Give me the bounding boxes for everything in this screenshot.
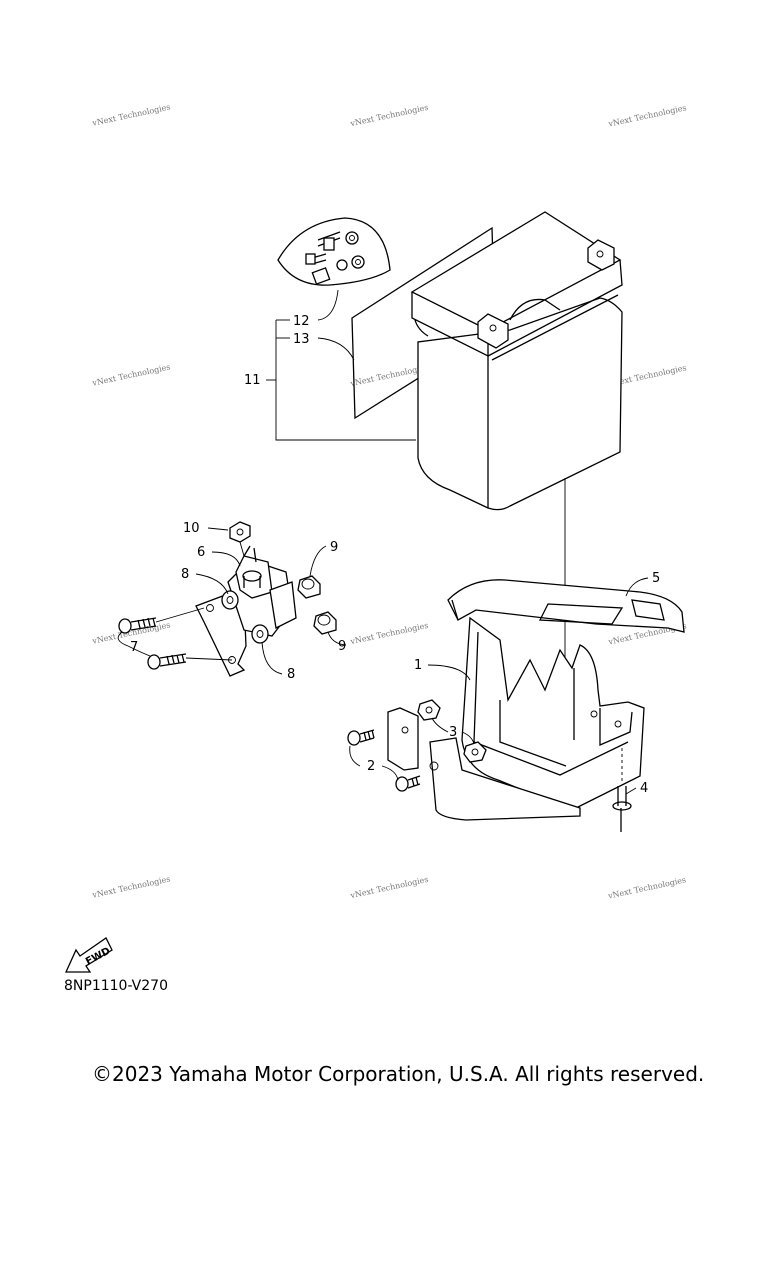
watermark: vNext Technologies [91, 874, 172, 900]
callout-11: 11 [244, 373, 261, 388]
callout-8-lower: 8 [287, 667, 295, 682]
diagram-code: 8NP1110-V270 [64, 978, 168, 994]
callout-9-lower: 9 [338, 639, 346, 654]
bolt-2 [347, 729, 421, 792]
callout-4: 4 [640, 781, 648, 796]
callout-3: 3 [449, 725, 457, 740]
callout-5: 5 [652, 571, 660, 586]
watermark: vNext Technologies [349, 103, 430, 129]
callout-8-upper: 8 [181, 567, 189, 582]
battery [410, 211, 623, 511]
watermark: vNext Technologies [349, 621, 430, 647]
watermark: vNext Technologies [349, 875, 430, 901]
callout-10: 10 [183, 521, 200, 536]
watermark: vNext Technologies [607, 103, 688, 129]
callout-9-upper: 9 [330, 540, 338, 555]
watermark: vNext Technologies [91, 102, 172, 128]
nut-3 [417, 699, 487, 763]
fwd-arrow-icon: FWD [64, 937, 113, 973]
callout-13: 13 [293, 332, 310, 347]
callout-6: 6 [197, 545, 205, 560]
hardware-bag [277, 217, 391, 286]
callout-7: 7 [130, 640, 138, 655]
watermark: vNext Technologies [349, 363, 430, 389]
callout-2: 2 [367, 759, 375, 774]
copyright-notice: ©2023 Yamaha Motor Corporation, U.S.A. A… [92, 1062, 705, 1086]
bolt-7 [118, 607, 233, 670]
callouts: 12 13 11 10 6 9 8 5 7 9 1 8 3 2 4 [130, 314, 660, 796]
callout-12: 12 [293, 314, 310, 329]
watermark: vNext Technologies [606, 875, 687, 901]
callout-1: 1 [414, 658, 422, 673]
starter-relay [195, 521, 337, 677]
battery-strap [447, 579, 685, 633]
watermark: vNext Technologies [91, 362, 172, 388]
leader-lines [117, 289, 649, 795]
battery-bracket [387, 616, 645, 821]
rivet-4 [612, 748, 632, 832]
